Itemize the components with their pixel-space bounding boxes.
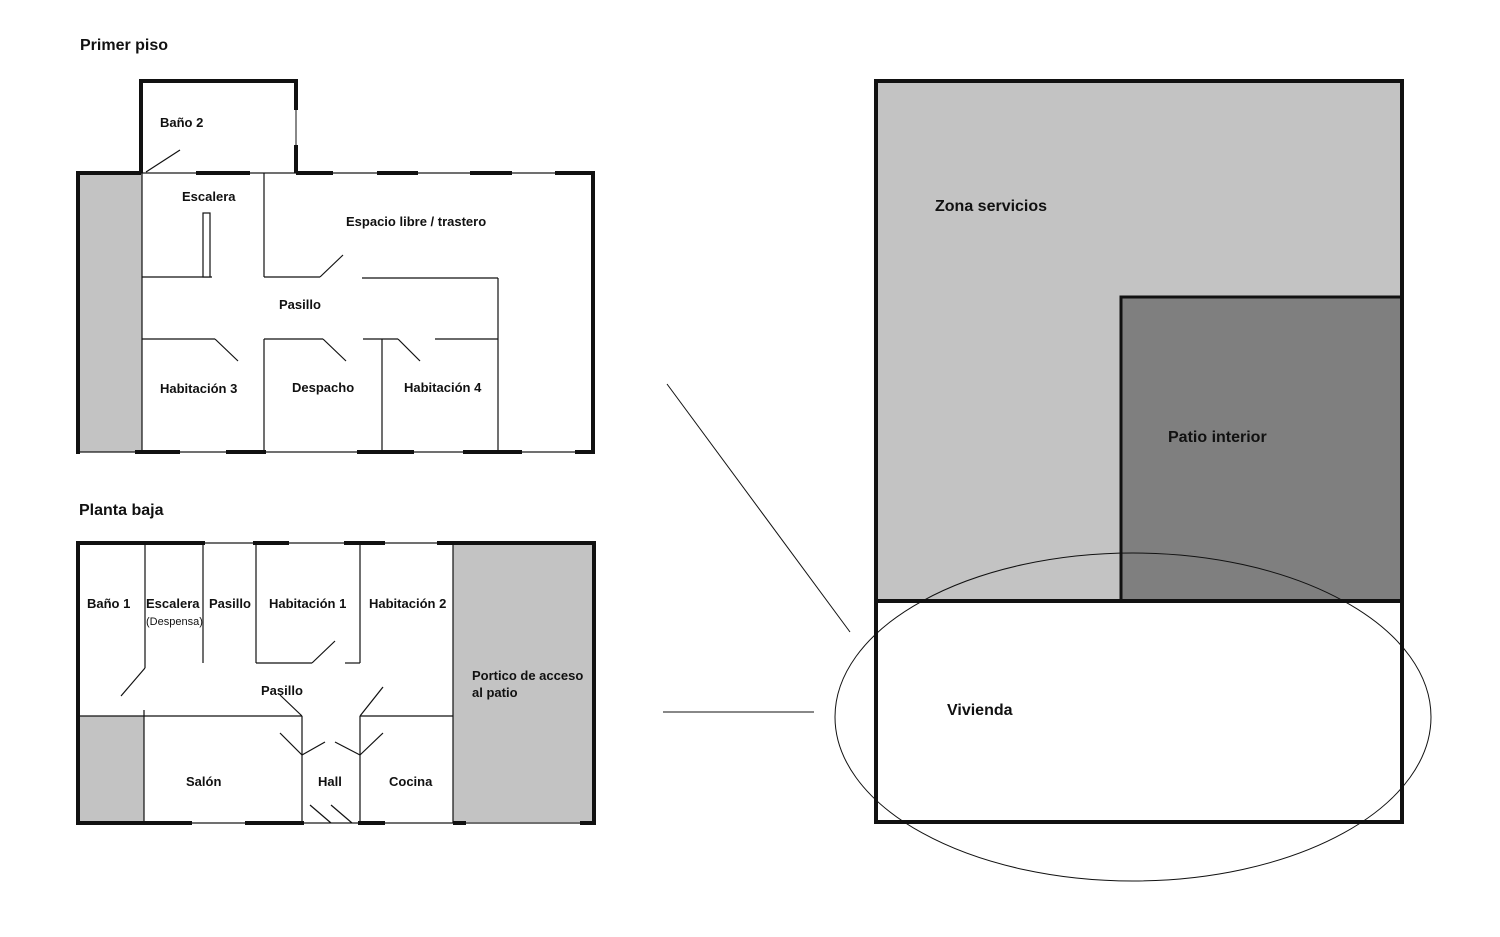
label-despacho: Despacho xyxy=(292,380,354,395)
site-plan xyxy=(834,79,1432,882)
portico-area xyxy=(453,544,594,822)
label-salon: Salón xyxy=(186,774,221,789)
label-pasillo-ground: Pasillo xyxy=(261,683,303,698)
label-zona-servicios: Zona servicios xyxy=(935,198,1047,215)
patio-interior-area xyxy=(1119,295,1404,603)
label-habitacion3: Habitación 3 xyxy=(160,381,237,396)
label-bano2: Baño 2 xyxy=(160,115,203,130)
first-floor-outline xyxy=(77,172,594,453)
label-bano1: Baño 1 xyxy=(87,596,130,611)
label-cocina: Cocina xyxy=(389,774,433,789)
label-portico-line2: al patio xyxy=(472,685,518,700)
label-portico-line1: Portico de acceso xyxy=(472,668,583,683)
ground-floor-gray-left xyxy=(79,716,144,822)
label-despensa: (Despensa) xyxy=(146,616,203,628)
first-floor-gray-strip xyxy=(78,173,142,452)
ground-floor-title: Planta baja xyxy=(79,502,164,519)
site-plan-outline xyxy=(874,79,1404,824)
label-escalera-first: Escalera xyxy=(182,189,236,204)
label-vivienda: Vivienda xyxy=(947,702,1013,719)
label-pasillo-first: Pasillo xyxy=(279,297,321,312)
connector-line-upper xyxy=(666,383,851,633)
label-habitacion4: Habitación 4 xyxy=(404,380,482,395)
vivienda-area xyxy=(876,601,1402,822)
ground-floor-plan xyxy=(76,541,596,825)
label-habitacion1: Habitación 1 xyxy=(269,596,346,611)
label-patio-interior: Patio interior xyxy=(1168,429,1267,446)
label-pasillo-top: Pasillo xyxy=(209,596,251,611)
label-escalera-ground: Escalera xyxy=(146,596,200,611)
bano2-walls xyxy=(139,79,298,173)
first-floor-plan xyxy=(76,79,595,454)
label-habitacion2: Habitación 2 xyxy=(369,596,446,611)
first-floor-title: Primer piso xyxy=(80,37,168,54)
label-hall: Hall xyxy=(318,774,342,789)
label-espacio-libre: Espacio libre / trastero xyxy=(346,214,486,229)
vivienda-highlight-ellipse xyxy=(834,552,1432,882)
